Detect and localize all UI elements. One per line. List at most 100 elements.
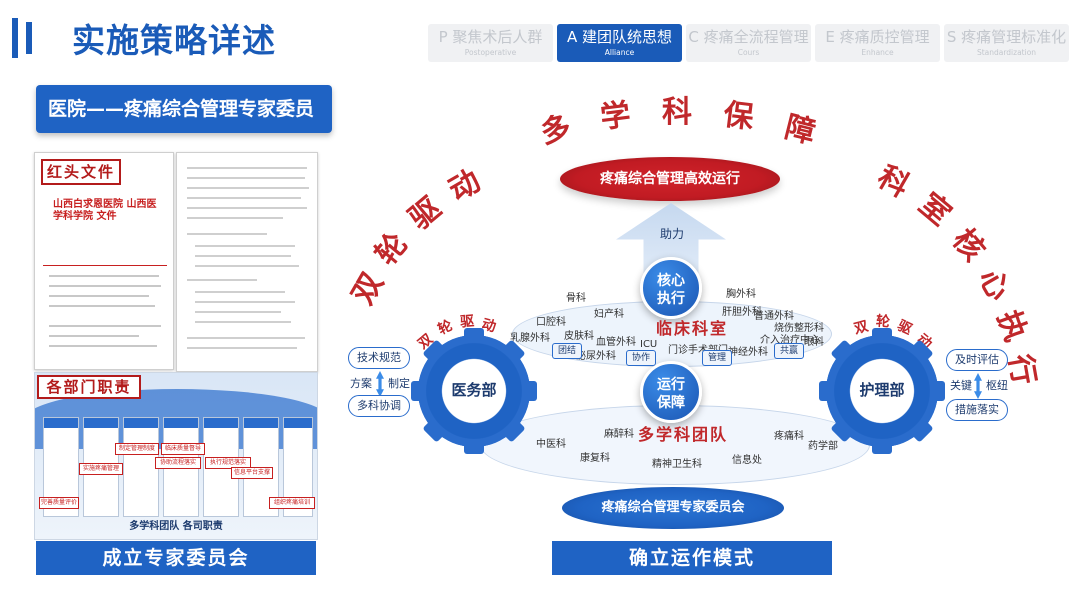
dept-card bbox=[123, 417, 159, 517]
doc-text-line bbox=[195, 291, 285, 293]
double-arrow-icon bbox=[974, 373, 982, 399]
dept-word: 血管外科 bbox=[596, 333, 636, 348]
doc-text-line bbox=[187, 347, 297, 349]
doc-text-line bbox=[187, 197, 301, 199]
dept-tag: 协助流程落实 bbox=[155, 457, 201, 469]
dept-tag: 实施疼痛管理 bbox=[79, 463, 123, 475]
tab-label: S 疼痛管理标准化 bbox=[944, 24, 1069, 47]
doc-text-line bbox=[49, 275, 159, 277]
dept-tag: 制定管理制度 bbox=[115, 443, 159, 455]
core-line: 核心 bbox=[643, 272, 699, 290]
doc-text-line bbox=[195, 321, 291, 323]
doc-red-title: 山西白求恩医院 山西医学科学院 文件 bbox=[53, 199, 165, 223]
medical-affairs-gear: 医务部 bbox=[418, 335, 530, 447]
tab-c[interactable]: C 疼痛全流程管理 Cours bbox=[686, 24, 811, 62]
tab-a[interactable]: A 建团队统思想 Alliance bbox=[557, 24, 682, 62]
dept-word: 康复科 bbox=[580, 449, 610, 464]
arc-left-char: 驱 bbox=[397, 185, 448, 238]
measure-implementation-pill: 措施落实 bbox=[946, 399, 1008, 421]
dept-tag: 完善质量评价 bbox=[39, 497, 79, 509]
tab-label: P 聚焦术后人群 bbox=[428, 24, 553, 47]
doc-text-line bbox=[49, 325, 161, 327]
arc-top-char: 障 bbox=[781, 102, 821, 152]
arc-right-char: 行 bbox=[1001, 350, 1050, 387]
dept-tag: 组织疼痛培训 bbox=[269, 497, 315, 509]
dept-tag: 临床质量督导 bbox=[161, 443, 205, 455]
dept-word: 药学部 bbox=[808, 437, 838, 452]
small-arc-char: 双 bbox=[852, 316, 871, 339]
right-footer-banner: 确立运作模式 bbox=[552, 541, 832, 575]
document-page-2 bbox=[176, 152, 318, 372]
dept-word: 精神卫生科 bbox=[652, 455, 702, 470]
core-line: 保障 bbox=[643, 394, 699, 412]
doc-text-line bbox=[187, 217, 283, 219]
tab-sub: Alliance bbox=[557, 47, 682, 58]
side-text: 制定 bbox=[388, 375, 410, 391]
doc-text-line bbox=[187, 233, 267, 235]
value-chip: 团结 bbox=[552, 343, 582, 359]
value-chip: 管理 bbox=[702, 350, 732, 366]
expert-committee-ellipse: 疼痛综合管理专家委员会 bbox=[562, 487, 784, 529]
dept-word: 乳腺外科 bbox=[510, 329, 550, 344]
dept-word: 眼科 bbox=[804, 333, 824, 348]
doc-text-line bbox=[195, 265, 299, 267]
dept-word: 骨科 bbox=[566, 289, 586, 304]
committee-header: 医院——疼痛综合管理专家委员会 bbox=[36, 85, 332, 133]
tab-sub: Postoperative bbox=[428, 47, 553, 58]
double-arrow-icon bbox=[376, 371, 384, 397]
tab-sub: Standardization bbox=[944, 47, 1069, 58]
side-text: 关键 bbox=[950, 377, 972, 393]
small-arc-char: 驱 bbox=[894, 315, 915, 339]
dept-word: ICU bbox=[640, 339, 657, 350]
dept-word: 胸外科 bbox=[726, 285, 756, 300]
gear-label: 护理部 bbox=[826, 379, 938, 400]
tab-label: A 建团队统思想 bbox=[557, 24, 682, 47]
arc-right-char: 科 bbox=[871, 152, 919, 205]
pace-tabs: P 聚焦术后人群 Postoperative A 建团队统思想 Alliance… bbox=[428, 24, 1069, 62]
doc-text-line bbox=[187, 279, 257, 281]
left-footer-banner: 成立专家委员会 bbox=[36, 541, 316, 575]
title-bar-1 bbox=[12, 18, 18, 58]
core-execution-circle: 核心 执行 bbox=[640, 257, 702, 319]
tab-label: C 疼痛全流程管理 bbox=[686, 24, 811, 47]
arc-top-char: 学 bbox=[597, 89, 632, 136]
efficient-operation-ellipse: 疼痛综合管理高效运行 bbox=[560, 157, 780, 201]
doc-text-line bbox=[187, 337, 305, 339]
doc-text-line bbox=[49, 345, 157, 347]
dept-tag: 信息平台支撑 bbox=[231, 467, 273, 479]
doc-text-line bbox=[195, 311, 281, 313]
assist-label: 助力 bbox=[660, 225, 684, 242]
dept-word: 口腔科 bbox=[536, 313, 566, 328]
multidisciplinary-team-title: 多学科团队 bbox=[638, 421, 728, 445]
tab-s[interactable]: S 疼痛管理标准化 Standardization bbox=[944, 24, 1069, 62]
arc-right-char: 心 bbox=[970, 259, 1023, 307]
technical-standard-pill: 技术规范 bbox=[348, 347, 410, 369]
arc-right-char: 执 bbox=[989, 303, 1041, 346]
tab-sub: Cours bbox=[686, 47, 811, 58]
operation-mode-diagram: 多 学 科 保 障 双 轮 驱 动 科 室 核 心 执 行 双 轮 驱 动 双 … bbox=[330, 85, 1080, 585]
doc-text-line bbox=[49, 305, 155, 307]
arc-left-char: 双 bbox=[338, 263, 391, 311]
tab-sub: Enhance bbox=[815, 47, 940, 58]
arc-right-char: 室 bbox=[911, 181, 962, 234]
tab-label: E 疼痛质控管理 bbox=[815, 24, 940, 47]
dept-word: 麻醉科 bbox=[604, 425, 634, 440]
side-text: 枢纽 bbox=[986, 377, 1008, 393]
core-line: 运行 bbox=[643, 376, 699, 394]
department-responsibility-panel: 各部门职责 制定管理制度 临床质量督导 实施疼痛管理 协助流程落实 执行规范落实… bbox=[34, 372, 318, 540]
doc-red-rule bbox=[43, 265, 167, 266]
doc-text-line bbox=[195, 245, 295, 247]
tab-p[interactable]: P 聚焦术后人群 Postoperative bbox=[428, 24, 553, 62]
arc-right-char: 核 bbox=[945, 217, 998, 268]
arc-top-char: 多 bbox=[535, 102, 575, 152]
doc-text-line bbox=[187, 177, 305, 179]
nursing-department-gear: 护理部 bbox=[826, 335, 938, 447]
arc-left-char: 动 bbox=[439, 156, 487, 209]
multi-department-coordination-pill: 多科协调 bbox=[348, 395, 410, 417]
arc-top-char: 科 bbox=[662, 87, 692, 131]
doc-text-line bbox=[187, 167, 307, 169]
dept-word: 皮肤科 bbox=[564, 327, 594, 342]
dept-word: 信息处 bbox=[732, 451, 762, 466]
tab-e[interactable]: E 疼痛质控管理 Enhance bbox=[815, 24, 940, 62]
operation-support-circle: 运行 保障 bbox=[640, 361, 702, 423]
